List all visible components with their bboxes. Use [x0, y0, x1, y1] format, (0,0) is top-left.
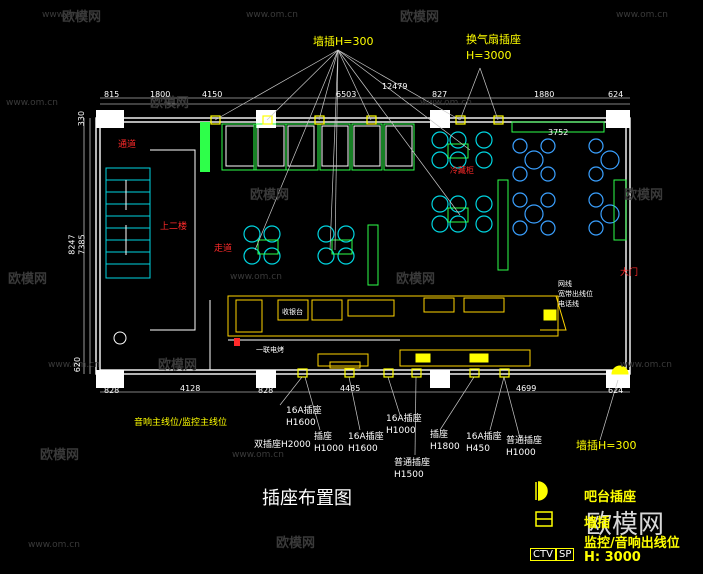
watermark-url: www.om.cn: [616, 10, 668, 20]
top-dim: 624: [608, 90, 624, 99]
outlet-height: H1600: [286, 418, 316, 428]
outlet-height: H1000: [506, 448, 536, 458]
kitchen-note: 宽带出线位: [558, 290, 593, 298]
watermark-url: www.om.cn: [48, 360, 100, 370]
outlet-height: H1000: [314, 444, 344, 454]
wall-outlet-label-bottom: 墙插H=300: [576, 439, 637, 452]
exhaust-fan-outlet-label: 换气扇插座: [466, 33, 521, 46]
legend-symbols: [535, 481, 553, 527]
watermark-url: www.om.cn: [42, 10, 94, 20]
top-dim: 4150: [202, 90, 223, 99]
watermark-brand-large: 欧模网: [586, 510, 665, 540]
table-sets: [243, 131, 493, 265]
watermark-url: www.om.cn: [246, 10, 298, 20]
outlet-label: 16A插座: [466, 432, 502, 442]
upstairs-label: 上二楼: [160, 222, 188, 232]
wall-outlet-label-top: 墙插H=300: [313, 35, 374, 48]
watermark-brand: 欧模网: [158, 358, 198, 373]
corridor-label: 通道: [118, 140, 137, 150]
breakfast-label: 一联电烤: [256, 346, 284, 354]
watermark-brand: 欧模网: [150, 96, 190, 111]
watermark-brand: 欧模网: [62, 10, 102, 25]
dimension-lines: [83, 97, 630, 393]
legend-bar-outlet: 吧台插座: [584, 490, 637, 505]
bottom-dim: 828: [104, 386, 120, 395]
outlet-label: 插座: [430, 430, 449, 440]
outlet-label: 16A插座: [348, 432, 384, 442]
watermark-brand: 欧模网: [396, 272, 436, 287]
stair: [105, 167, 151, 279]
top-dim: 815: [104, 90, 120, 99]
legend-sp-box: SP: [556, 548, 575, 561]
legend-wall-outlet: 墙插: [584, 516, 611, 531]
left-dim: 7385: [77, 234, 87, 255]
entrance-label: 大门: [620, 268, 639, 278]
kitchen-area: [227, 295, 567, 369]
watermark-brand: 欧模网: [40, 448, 80, 463]
watermark-brand: 欧模网: [250, 188, 290, 203]
watermark-url: www.om.cn: [420, 98, 472, 108]
outlet-height: H1800: [430, 442, 460, 452]
outlet-label: 双插座H2000: [254, 440, 311, 450]
watermark-brand: 欧模网: [400, 10, 440, 25]
top-dim: 1880: [534, 90, 555, 99]
outlet-height: H1000: [386, 426, 416, 436]
top-dim: 6503: [336, 90, 357, 99]
top-dim: 1800: [150, 90, 171, 99]
bottom-dim: 4699: [516, 384, 537, 393]
outlet-markers: [210, 115, 510, 378]
exhaust-fan-height-label: H=3000: [466, 49, 512, 62]
outlet-height: H1500: [394, 470, 424, 480]
legend-ctv-box: CTV: [530, 548, 556, 561]
legend-monitor: 监控/音响出线位: [584, 536, 680, 551]
outlet-label: 普通插座: [506, 436, 543, 446]
left-dim: 8247: [67, 234, 77, 255]
watermark-brand: 欧模网: [624, 188, 664, 203]
counter-label: 收银台: [282, 308, 303, 316]
leader-lines: [214, 49, 619, 456]
cold-room-label: 冷藏柜: [450, 166, 474, 175]
outlet-label: 插座: [314, 432, 333, 442]
bottom-dim: 828: [258, 386, 274, 395]
watermark-brand: 欧模网: [8, 272, 48, 287]
watermark-url: www.om.cn: [230, 272, 282, 282]
aisle-label: 走道: [214, 244, 233, 254]
columns: [96, 110, 630, 388]
outlet-height: H450: [466, 444, 490, 454]
watermark-url: www.om.cn: [232, 450, 284, 460]
top-dim: 12479: [382, 82, 408, 91]
bottom-dim: 624: [608, 386, 624, 395]
outlet-label: 16A插座: [286, 406, 322, 416]
outlet-label: 普通插座: [394, 458, 431, 468]
top-dim: 827: [432, 90, 448, 99]
bottom-dim: 4485: [340, 384, 361, 393]
monitor-line-label: 音响主线位/监控主线位: [134, 418, 228, 428]
kitchen-note: 电话线: [558, 300, 579, 308]
left-dim: 330: [77, 110, 87, 127]
outlet-height: H1600: [348, 444, 378, 454]
bottom-dim: 4128: [180, 384, 201, 393]
watermark-url: www.om.cn: [6, 98, 58, 108]
legend-height: H: 3000: [584, 550, 641, 565]
outlet-label: 16A插座: [386, 414, 422, 424]
left-dim: 620: [73, 356, 83, 373]
top-dim: 3752: [548, 128, 569, 137]
watermark-url: www.om.cn: [620, 360, 672, 370]
drawing-title: 插座布置图: [262, 488, 352, 509]
watermark-url: www.om.cn: [28, 540, 80, 550]
kitchen-note: 网线: [558, 280, 572, 288]
watermark-brand: 欧模网: [276, 536, 316, 551]
